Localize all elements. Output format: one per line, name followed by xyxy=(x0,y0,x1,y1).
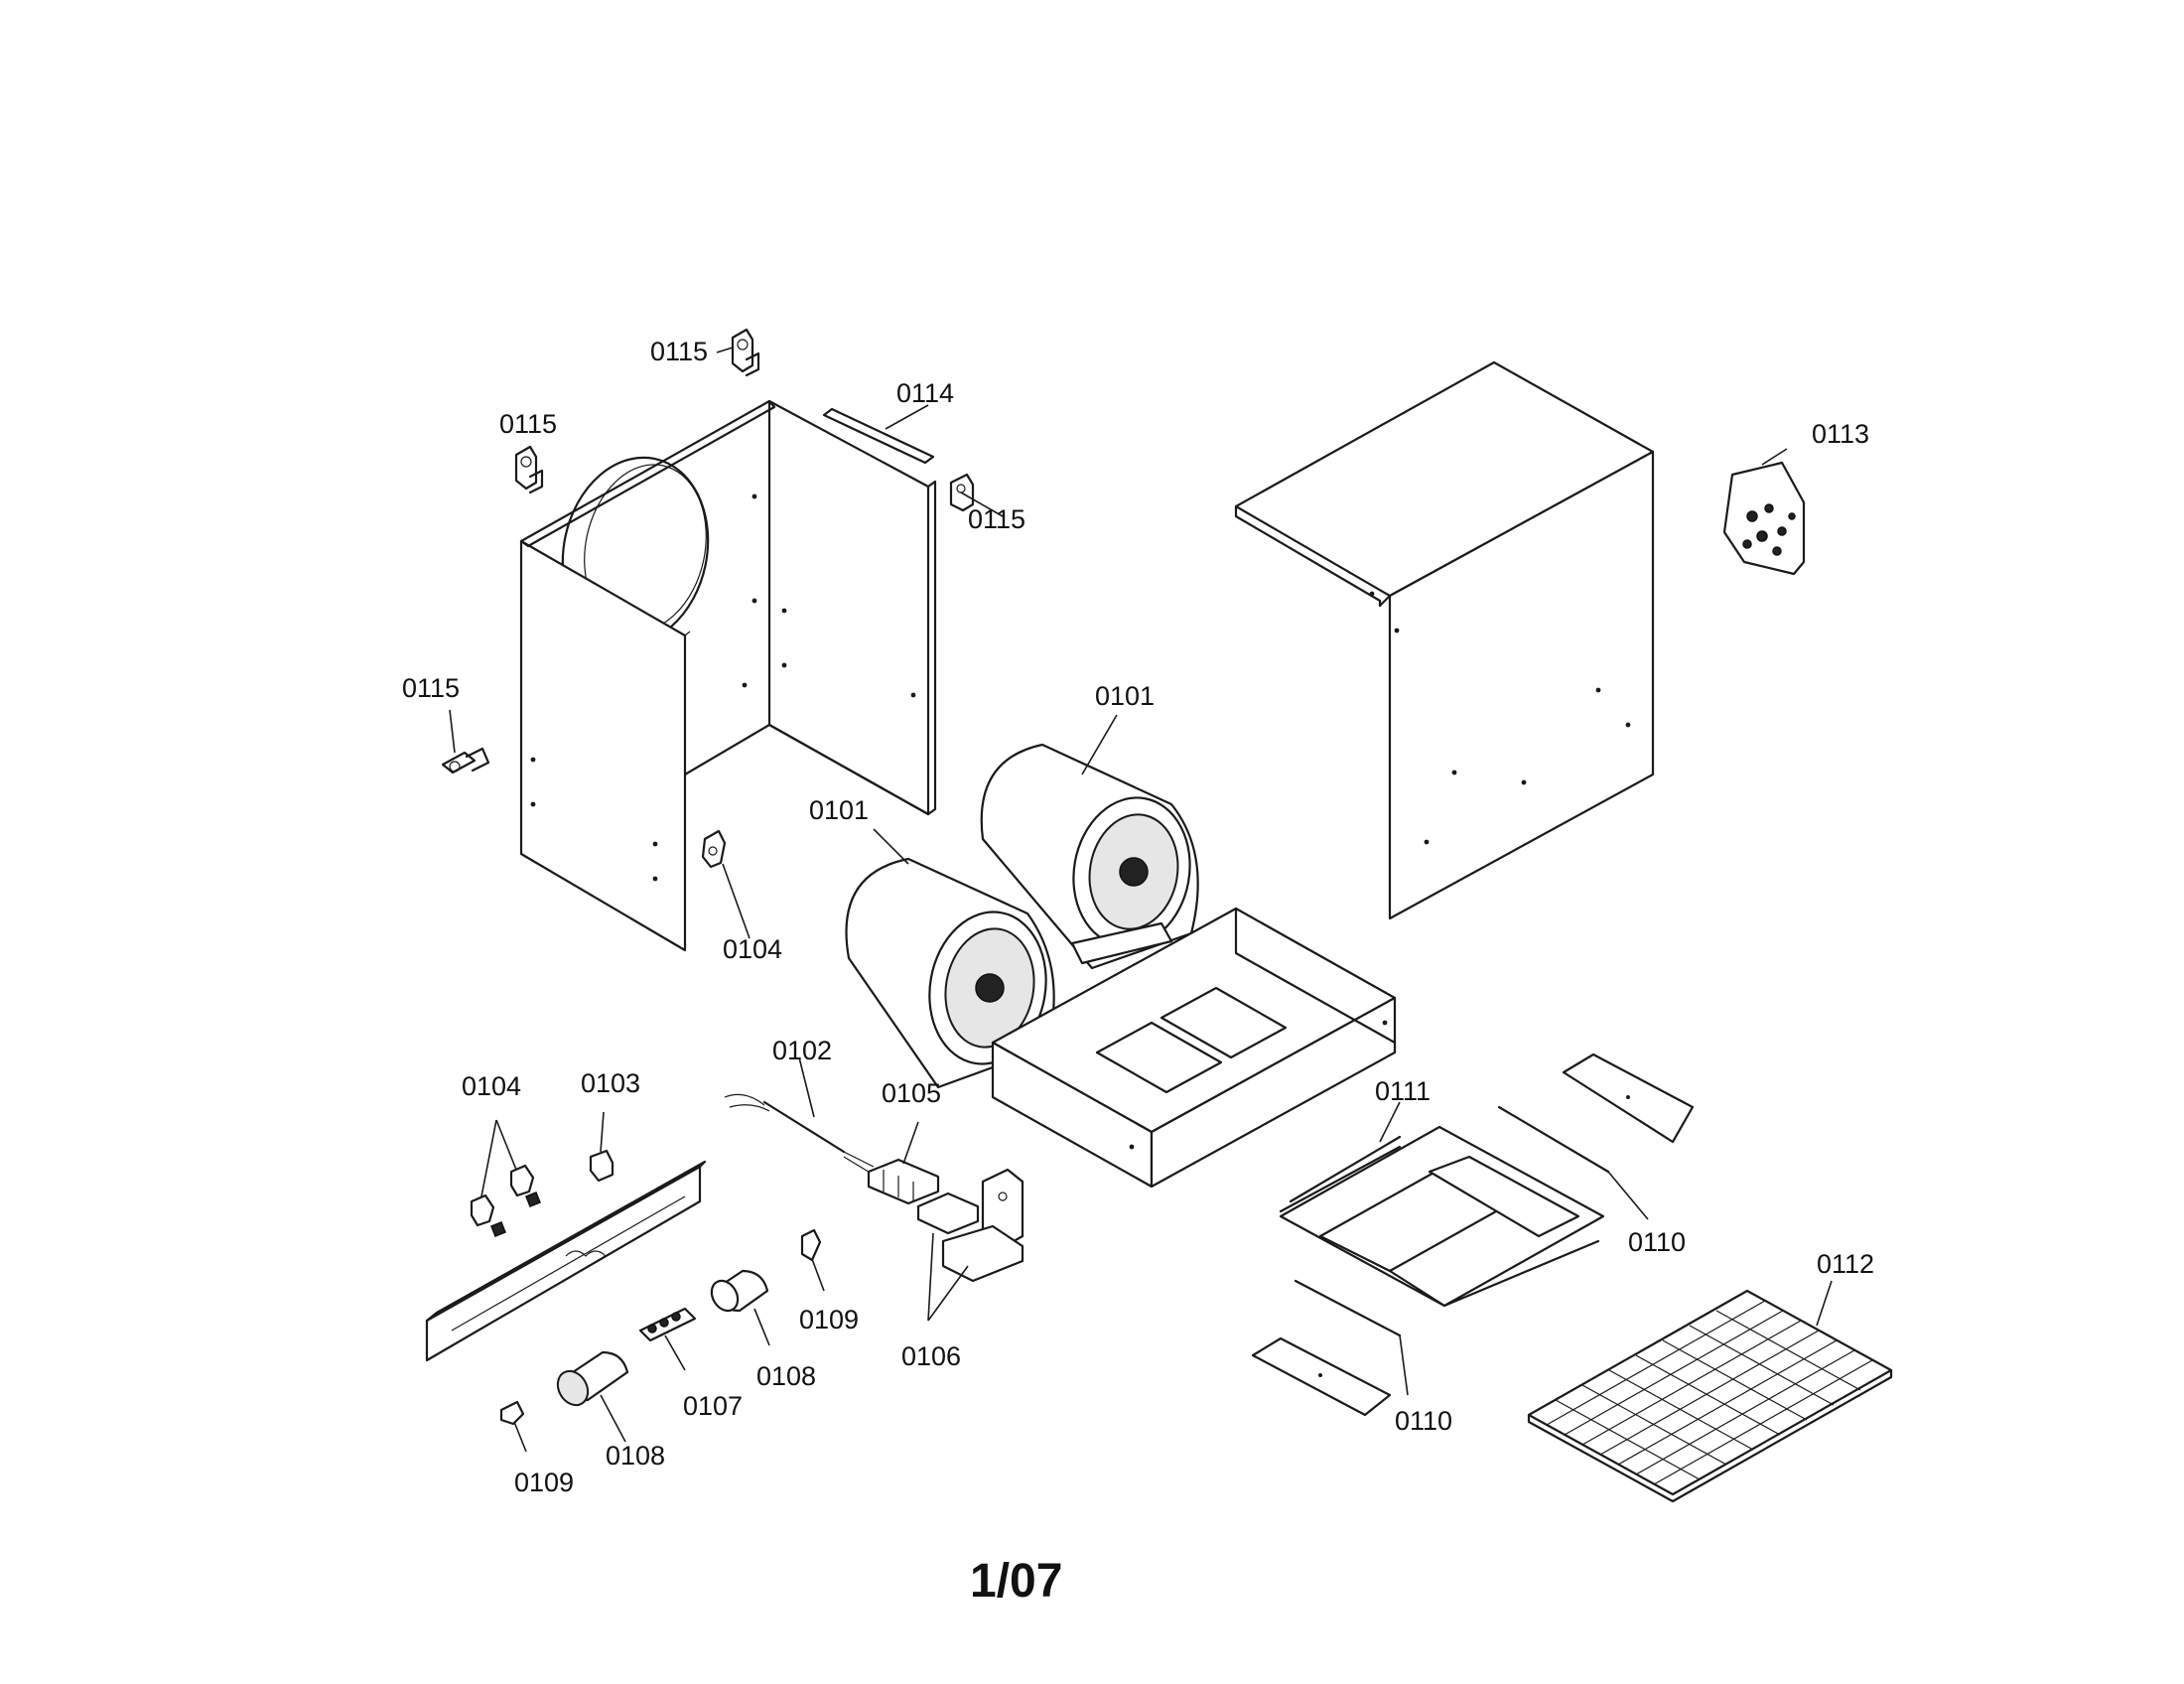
capacitor-0108-upper xyxy=(710,1269,769,1313)
callout-0102: 0102 xyxy=(772,1036,832,1065)
callout-0101-front: 0101 xyxy=(809,795,869,825)
bracket-0109-lower xyxy=(499,1400,525,1426)
callout-0106: 0106 xyxy=(901,1341,961,1371)
callout-0109-upper: 0109 xyxy=(799,1305,859,1334)
callout-0113: 0113 xyxy=(1812,419,1869,449)
callout-0110-top: 0110 xyxy=(1628,1227,1686,1257)
leader-lines xyxy=(449,347,1833,1453)
filter-panel-0110-top xyxy=(1497,1052,1695,1174)
bracket-0115-left-top xyxy=(514,445,544,494)
blower-deck xyxy=(991,907,1397,1189)
cabinet-cover xyxy=(1234,360,1655,920)
callout-0104-cabinet: 0104 xyxy=(723,934,782,964)
callout-0107: 0107 xyxy=(683,1391,743,1421)
callout-0112: 0112 xyxy=(1817,1249,1874,1279)
callout-labels: 0115 0115 0115 0115 0114 0113 0101 0101 … xyxy=(402,337,1874,1497)
callout-0103: 0103 xyxy=(581,1068,640,1098)
callout-0115-left-top: 0115 xyxy=(499,409,557,439)
callout-0115-right: 0115 xyxy=(968,504,1025,534)
page-label: 1/07 xyxy=(970,1555,1062,1608)
clip-0104-cabinet xyxy=(701,829,727,869)
callout-0110-bottom: 0110 xyxy=(1395,1406,1452,1436)
control-rail xyxy=(425,1160,707,1362)
callout-0115-left-bottom: 0115 xyxy=(402,673,460,703)
bar-0114 xyxy=(822,407,935,465)
filter-rack xyxy=(1279,1125,1605,1308)
callout-0101-back: 0101 xyxy=(1095,681,1155,711)
cabinet-frame-assembly xyxy=(519,399,937,952)
bracket-0115-top xyxy=(731,328,760,377)
callout-0105: 0105 xyxy=(882,1078,941,1108)
hardware-bag-0113 xyxy=(1722,461,1806,576)
connector-0103 xyxy=(589,1149,614,1183)
relay-0106 xyxy=(916,1168,1024,1283)
filter-spring-0111 xyxy=(1289,1135,1402,1203)
callout-0111: 0111 xyxy=(1375,1076,1431,1106)
callout-0115-top: 0115 xyxy=(650,337,708,366)
capacitor-0108-lower xyxy=(556,1350,629,1407)
callout-0114: 0114 xyxy=(896,378,954,408)
terminal-0105 xyxy=(867,1158,940,1205)
callout-0108-upper: 0108 xyxy=(756,1361,816,1391)
bracket-0109-upper xyxy=(800,1228,822,1262)
blower-0101-front xyxy=(845,857,1064,1089)
clip-0104-lower-a xyxy=(470,1193,506,1237)
filter-panel-0110-bottom xyxy=(1251,1279,1402,1417)
blower-0101-back xyxy=(980,743,1199,970)
wire-grille-0112 xyxy=(1527,1289,1893,1503)
callout-0104-lower: 0104 xyxy=(462,1071,521,1101)
clip-0104-lower-b xyxy=(509,1164,541,1207)
callout-0108-lower: 0108 xyxy=(606,1441,665,1471)
wire-harness-0102 xyxy=(724,1093,875,1175)
callout-0109-lower: 0109 xyxy=(514,1468,574,1497)
terminal-strip-0107 xyxy=(638,1307,697,1342)
bracket-0115-left-bottom xyxy=(441,747,490,774)
